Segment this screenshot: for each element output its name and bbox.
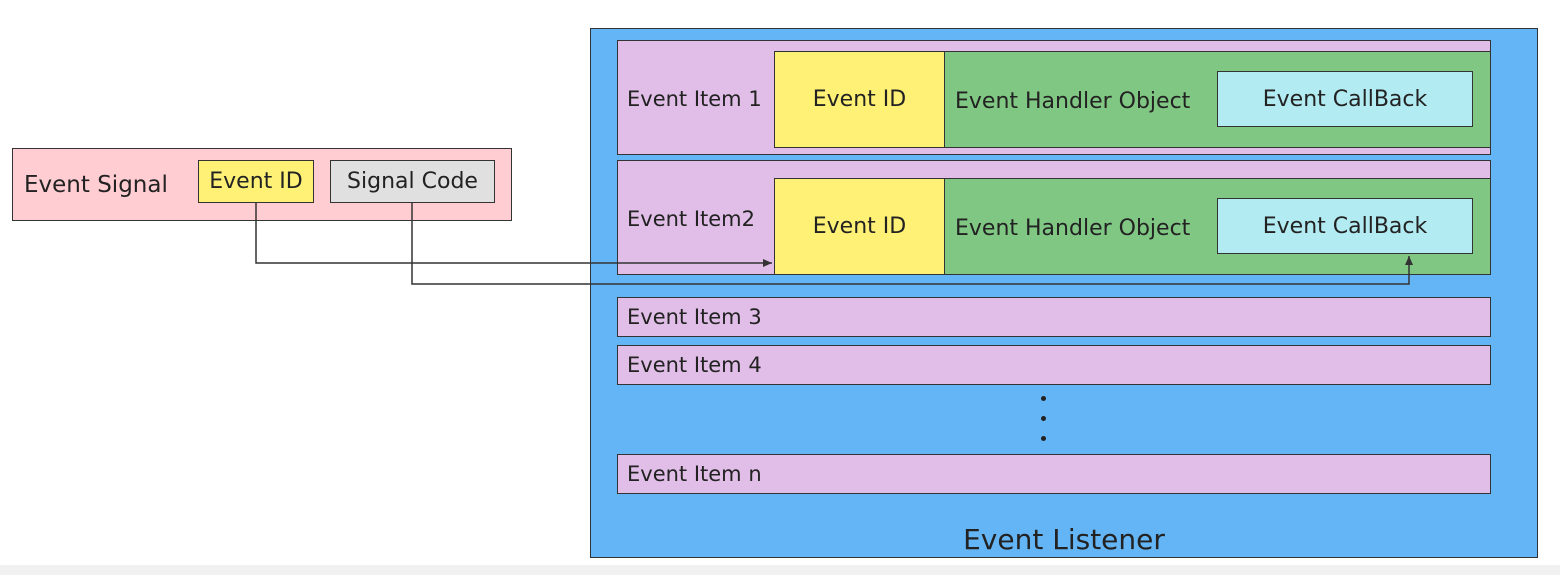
event-item-3: [617, 297, 1491, 337]
event-item-4-label: Event Item 4: [627, 353, 762, 377]
event-item-n-label: Event Item n: [627, 462, 762, 486]
bottom-strip: [0, 565, 1560, 575]
signal-event-id-field: Event ID: [198, 160, 314, 203]
event-item-2-handler-label: Event Handler Object: [955, 216, 1191, 241]
event-item-n: [617, 454, 1491, 494]
event-item-1-label: Event Item 1: [627, 87, 762, 111]
event-item-4: [617, 345, 1491, 385]
event-item-2-event-id: Event ID: [774, 178, 945, 275]
ellipsis-dot: [1041, 416, 1046, 421]
event-item-3-label: Event Item 3: [627, 305, 762, 329]
event-item-1-callback: Event CallBack: [1217, 71, 1473, 127]
event-item-2-label: Event Item2: [627, 207, 755, 231]
event-item-2-callback: Event CallBack: [1217, 198, 1473, 254]
event-item-1-handler-label: Event Handler Object: [955, 89, 1191, 114]
event-listener-title: Event Listener: [963, 523, 1165, 556]
event-signal-label: Event Signal: [24, 172, 168, 198]
event-item-1-event-id: Event ID: [774, 51, 945, 148]
ellipsis-dot: [1041, 436, 1046, 441]
ellipsis-dot: [1041, 396, 1046, 401]
signal-code-field: Signal Code: [330, 160, 495, 203]
